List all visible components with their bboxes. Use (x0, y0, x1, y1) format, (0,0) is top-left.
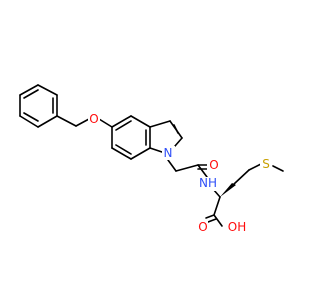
carbonyl-oxygen-label: O (198, 220, 207, 234)
benzyl-phenyl-ring (19, 84, 58, 128)
amide-oxygen-label: O (209, 158, 218, 172)
stereo-wedge-bond (220, 183, 236, 197)
indole-nitrogen-label: N (164, 146, 173, 160)
sulfur-label: S (262, 157, 270, 171)
atom-labels: O N O NH S O OH (88, 112, 272, 234)
acetamide-linker (167, 159, 215, 178)
benzyl-ether-linker (56, 115, 113, 128)
indole-benzene-ring (111, 115, 151, 160)
hydroxyl-label: OH (228, 220, 246, 234)
molecule-structure-drawing: O N O NH S O OH (19, 84, 284, 234)
amide-nh-label: NH (199, 176, 217, 190)
ether-oxygen-label: O (89, 112, 98, 126)
methionine-backbone (205, 163, 284, 227)
indole-pyrrole-ring (149, 120, 183, 153)
